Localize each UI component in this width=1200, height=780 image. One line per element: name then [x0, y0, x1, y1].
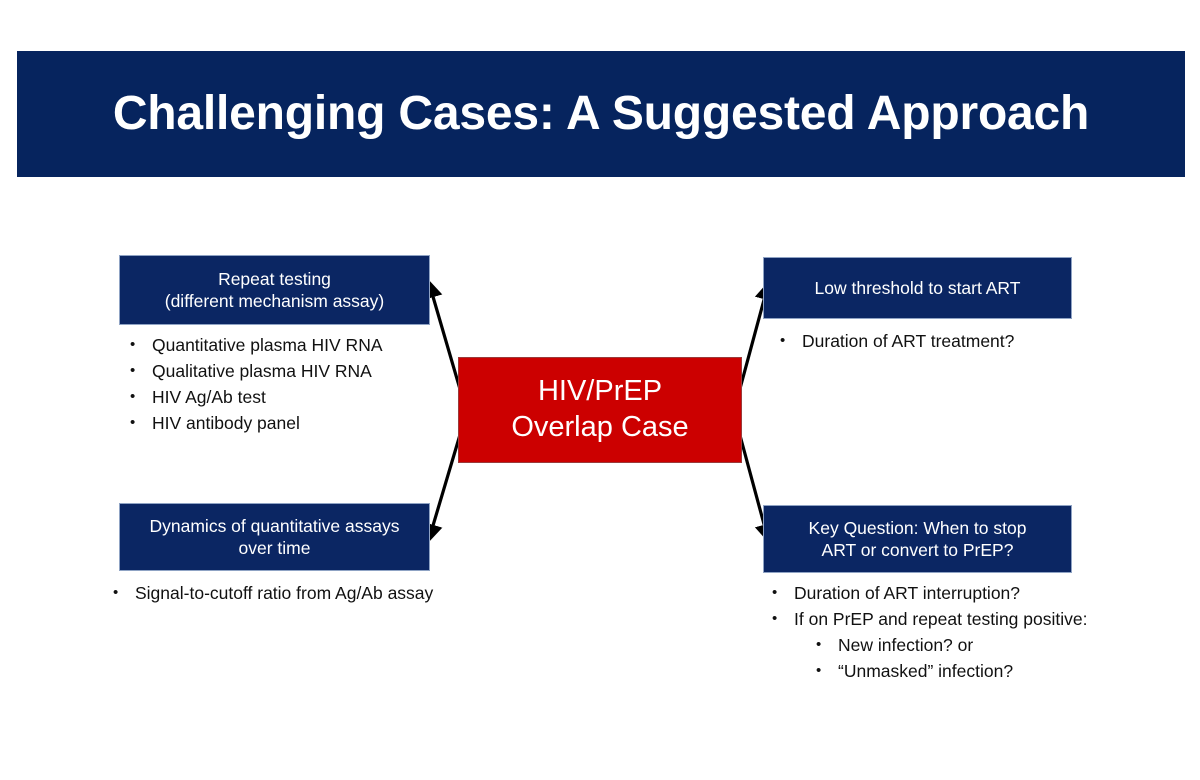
node-key-question-line-2: ART or convert to PrEP? — [821, 540, 1014, 560]
bullet-marker-icon: • — [130, 413, 136, 431]
list-item-label: Duration of ART interruption? — [794, 583, 1021, 603]
list-item-label: HIV antibody panel — [152, 412, 300, 433]
list-item: • HIV Ag/Ab test — [130, 385, 460, 410]
node-low-threshold-line-1: Low threshold to start ART — [814, 277, 1021, 298]
bullet-marker-icon: • — [772, 609, 778, 627]
node-dynamics-line-1: Dynamics of quantitative assays — [149, 515, 400, 536]
bullet-marker-icon: • — [113, 584, 119, 601]
node-repeat-testing[interactable]: Repeat testing (different mechanism assa… — [119, 255, 430, 325]
bullet-marker-icon: • — [130, 361, 136, 379]
title-banner: Challenging Cases: A Suggested Approach — [17, 51, 1185, 177]
list-item: • “Unmasked” infection? — [772, 659, 1172, 684]
bullet-list-repeat-testing: • Quantitative plasma HIV RNA • Qualitat… — [130, 333, 460, 436]
list-item-label: Signal-to-cutoff ratio from Ag/Ab assay — [135, 583, 434, 603]
list-item-label: Qualitative plasma HIV RNA — [152, 360, 372, 381]
list-item: • Duration of ART treatment? — [780, 329, 1110, 354]
list-item: • Duration of ART interruption? — [772, 581, 1172, 606]
bullet-marker-icon: • — [772, 584, 778, 601]
list-item: • Qualitative plasma HIV RNA — [130, 359, 460, 384]
list-item-label: “Unmasked” infection? — [838, 660, 1014, 681]
list-item-label: If on PrEP and repeat testing positive: — [794, 608, 1088, 629]
list-item: • Signal-to-cutoff ratio from Ag/Ab assa… — [113, 581, 443, 606]
list-item: • Quantitative plasma HIV RNA — [130, 333, 460, 358]
center-node-line-2: Overlap Case — [511, 411, 689, 443]
center-node-hiv-prep-overlap-case[interactable]: HIV/PrEP Overlap Case — [458, 357, 742, 463]
bullet-marker-icon: • — [130, 387, 136, 405]
list-item-label: New infection? or — [838, 634, 974, 655]
node-low-threshold-to-start-art[interactable]: Low threshold to start ART — [763, 257, 1072, 319]
bullet-marker-icon: • — [130, 336, 136, 353]
list-item-label: HIV Ag/Ab test — [152, 386, 266, 407]
node-repeat-testing-line-1: Repeat testing — [218, 268, 331, 289]
list-item: • New infection? or — [772, 633, 1172, 658]
page-title: Challenging Cases: A Suggested Approach — [112, 86, 1090, 140]
bullet-list-key-question: • Duration of ART interruption? • If on … — [772, 581, 1172, 684]
bullet-list-dynamics: • Signal-to-cutoff ratio from Ag/Ab assa… — [113, 581, 443, 607]
list-item-label: Duration of ART treatment? — [802, 331, 1015, 351]
node-dynamics-of-quantitative-assays[interactable]: Dynamics of quantitative assays over tim… — [119, 503, 430, 571]
bullet-marker-icon: • — [816, 635, 822, 653]
node-key-question-line-1: Key Question: When to stop — [808, 517, 1027, 538]
list-item: • HIV antibody panel — [130, 411, 460, 436]
bullet-marker-icon: • — [780, 332, 786, 349]
list-item: • If on PrEP and repeat testing positive… — [772, 607, 1172, 632]
list-item-label: Quantitative plasma HIV RNA — [152, 335, 383, 355]
node-repeat-testing-line-2: (different mechanism assay) — [164, 291, 385, 311]
center-node-line-1: HIV/PrEP — [537, 375, 663, 408]
node-dynamics-line-2: over time — [238, 538, 311, 558]
bullet-marker-icon: • — [816, 661, 822, 679]
node-key-question[interactable]: Key Question: When to stop ART or conver… — [763, 505, 1072, 573]
bullet-list-low-threshold: • Duration of ART treatment? — [780, 329, 1110, 355]
